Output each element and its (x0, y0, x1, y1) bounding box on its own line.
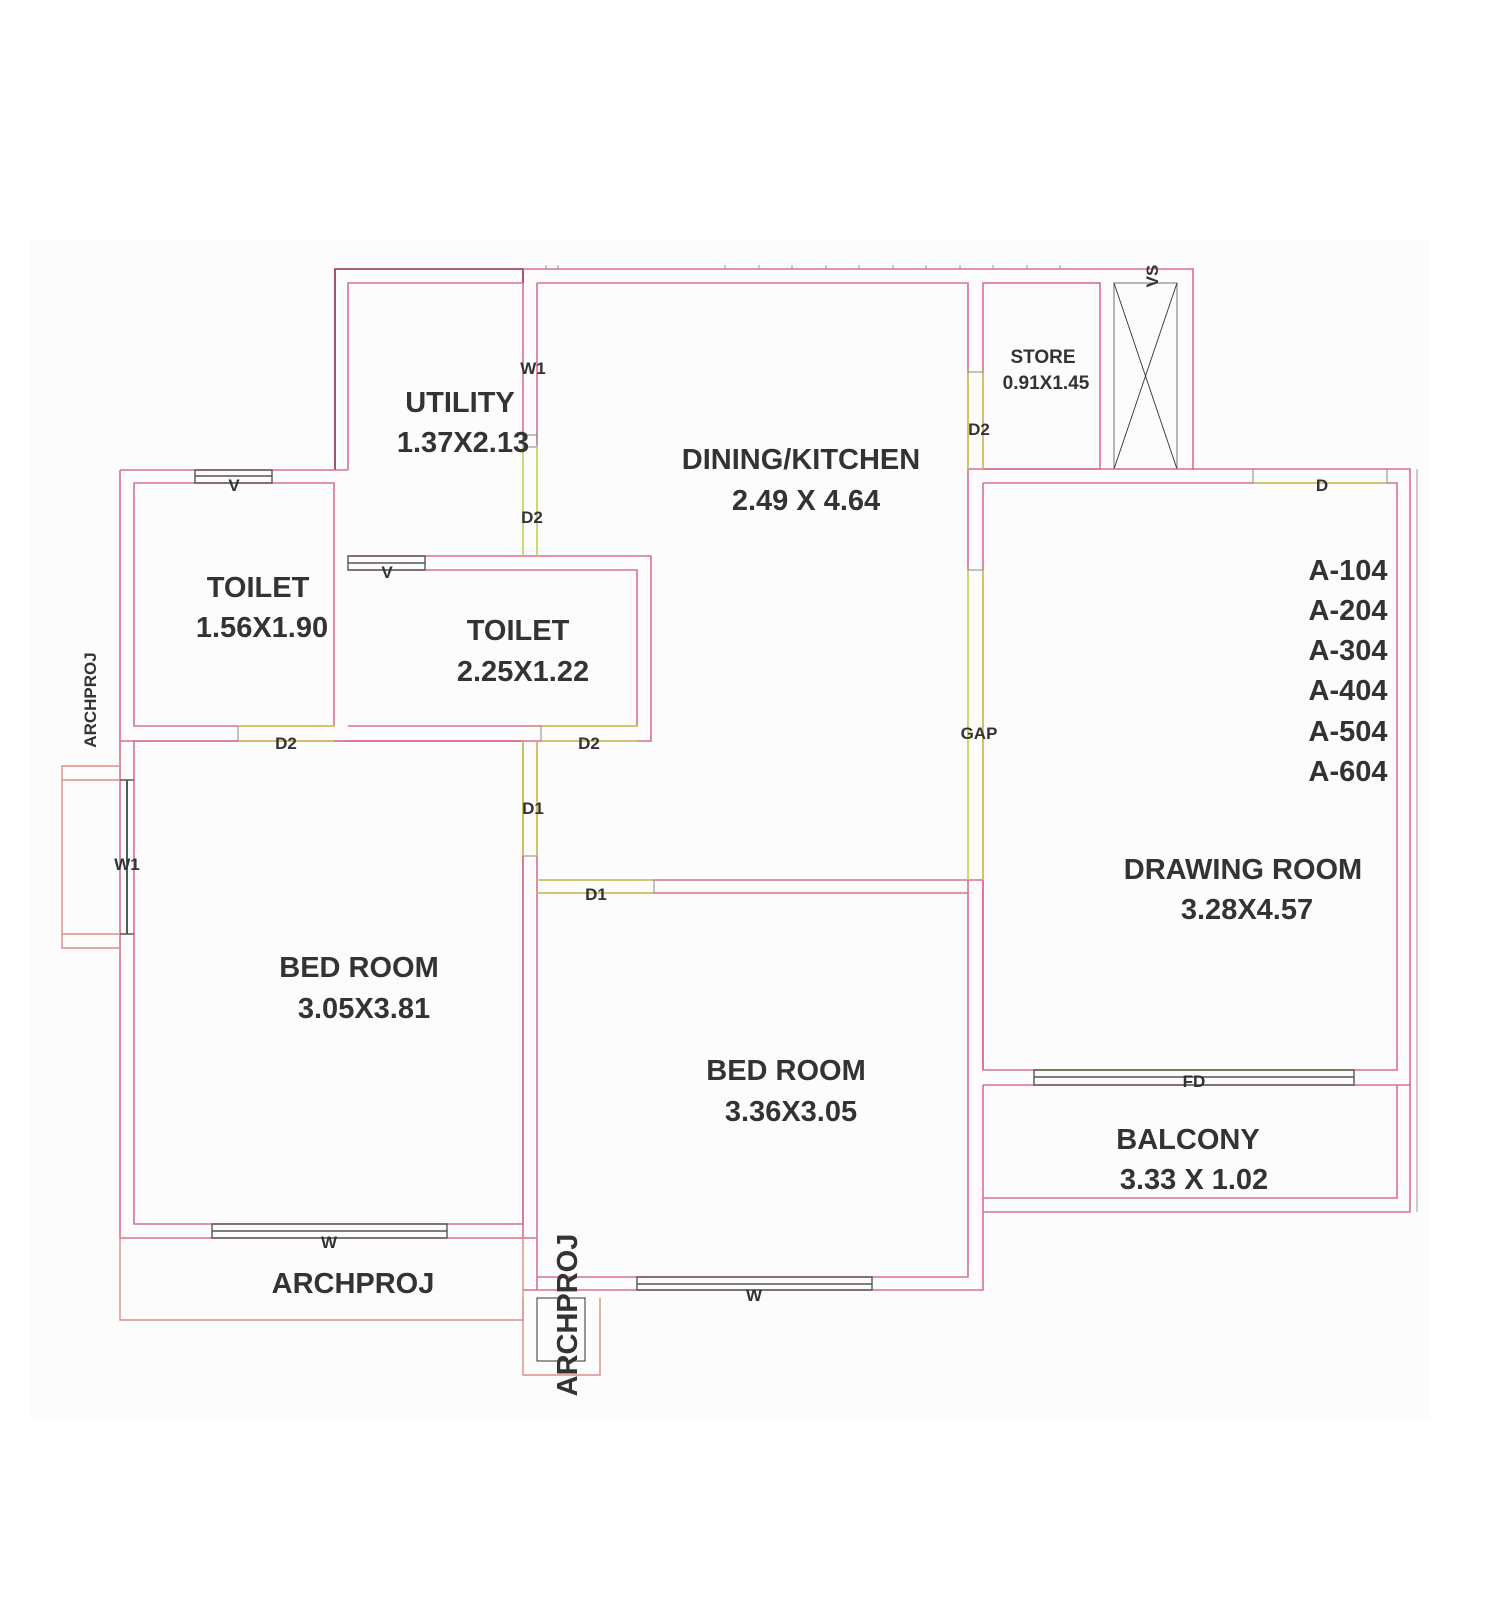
room-bed-room-1: BED ROOM 3.05X3.81 (279, 952, 439, 1025)
projection-label-bottom-left: ARCHPROJ (272, 1268, 435, 1300)
room-name-bed-room-1: BED ROOM (279, 952, 439, 984)
door-label: FD (1183, 1072, 1206, 1091)
room-size-bed-room-2: 3.36X3.05 (725, 1096, 857, 1128)
room-name-store: STORE (1010, 347, 1075, 368)
unit-number: A-104 (1309, 555, 1388, 587)
windows (120, 469, 1355, 1291)
room-name-drawing-room: DRAWING ROOM (1124, 854, 1362, 886)
room-dining-kitchen: DINING/KITCHEN 2.49 X 4.64 (682, 444, 920, 517)
room-store: STORE 0.91X1.45 (1003, 347, 1090, 394)
room-name-toilet-1: TOILET (207, 572, 310, 604)
door-label: D2 (275, 734, 297, 753)
ventilator-label: V (381, 563, 393, 582)
door-label: D (1316, 476, 1328, 495)
opening-labels: W1 D2 D2 D V V D2 D2 GAP D1 D1 W1 W W FD… (114, 265, 1328, 1305)
window-label: W1 (114, 855, 140, 874)
room-toilet-2: TOILET 2.25X1.22 (457, 615, 589, 688)
room-size-utility: 1.37X2.13 (397, 427, 529, 459)
ventilator-label: V (228, 476, 240, 495)
projection-label-bottom-center: ARCHPROJ (552, 1234, 584, 1397)
projection-labels: ARCHPROJ ARCHPROJ ARCHPROJ (81, 652, 584, 1396)
window-label: W1 (520, 359, 546, 378)
room-size-balcony: 3.33 X 1.02 (1120, 1164, 1268, 1196)
room-name-utility: UTILITY (405, 387, 515, 419)
door-label: D2 (968, 420, 990, 439)
room-size-dining-kitchen: 2.49 X 4.64 (732, 485, 880, 517)
room-utility: UTILITY 1.37X2.13 (397, 387, 529, 459)
unit-number: A-304 (1309, 635, 1388, 667)
vent-shaft-label: VS (1143, 265, 1162, 288)
room-bed-room-2: BED ROOM 3.36X3.05 (706, 1055, 866, 1128)
top-ticks (545, 265, 1061, 269)
door-label: D2 (578, 734, 600, 753)
room-toilet-1: TOILET 1.56X1.90 (196, 572, 328, 644)
window-label: W (321, 1233, 338, 1252)
unit-number: A-604 (1309, 756, 1388, 788)
walls (61, 268, 1418, 1376)
room-size-toilet-1: 1.56X1.90 (196, 612, 328, 644)
door-label: D2 (521, 508, 543, 527)
door-label: D1 (522, 799, 544, 818)
room-size-store: 0.91X1.45 (1003, 373, 1090, 394)
door-label: D1 (585, 885, 607, 904)
room-balcony: BALCONY 3.33 X 1.02 (1116, 1124, 1268, 1196)
room-name-bed-room-2: BED ROOM (706, 1055, 866, 1087)
room-size-toilet-2: 2.25X1.22 (457, 656, 589, 688)
unit-numbers: A-104 A-204 A-304 A-404 A-504 A-604 (1309, 555, 1388, 788)
unit-number: A-404 (1309, 675, 1388, 707)
projection-label-left: ARCHPROJ (81, 652, 100, 747)
room-name-toilet-2: TOILET (467, 615, 570, 647)
room-size-drawing-room: 3.28X4.57 (1181, 894, 1313, 926)
room-drawing-room: DRAWING ROOM 3.28X4.57 (1124, 854, 1362, 926)
room-size-bed-room-1: 3.05X3.81 (298, 993, 430, 1025)
gap-label: GAP (961, 724, 998, 743)
room-name-balcony: BALCONY (1116, 1124, 1259, 1156)
unit-number: A-504 (1309, 716, 1388, 748)
unit-number: A-204 (1309, 595, 1388, 627)
room-name-dining-kitchen: DINING/KITCHEN (682, 444, 920, 476)
window-label: W (746, 1286, 763, 1305)
